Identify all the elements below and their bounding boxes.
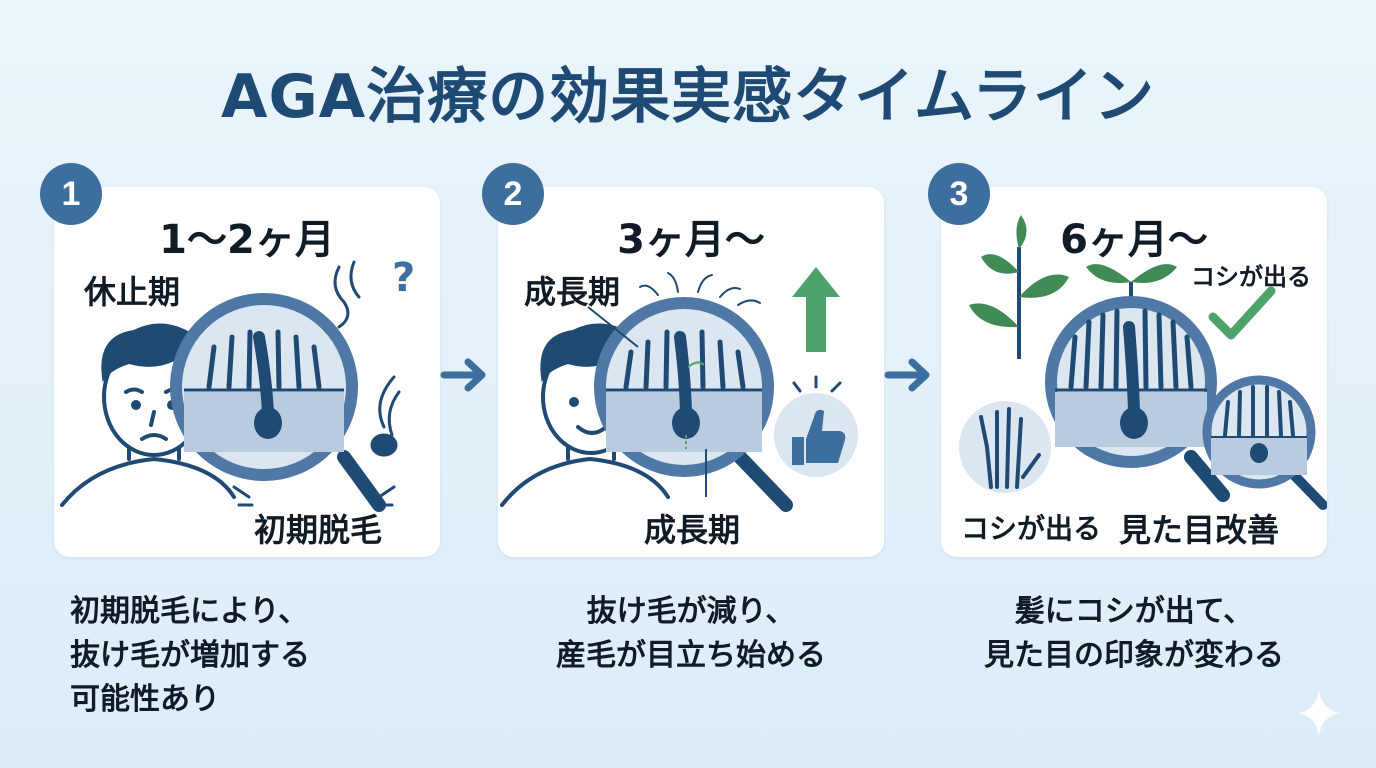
stage-2-card: 3ヶ月〜 成長期 成長期 [498, 187, 884, 557]
stage-2-illustration [500, 267, 858, 512]
page-title: AGA治療の効果実感タイムライン [221, 62, 1155, 132]
stage-2-badge: 2 [482, 163, 544, 225]
stage-1-badge: 1 [40, 163, 102, 225]
small-magnifier-icon [1202, 375, 1327, 510]
hand-icon [959, 401, 1051, 493]
stage-3-illustration [959, 215, 1327, 510]
sparkle-icon [1298, 690, 1340, 736]
caption-line: 抜け毛が減り、 [586, 594, 796, 629]
magnifier-icon [1045, 296, 1230, 502]
stage-1-card: 1〜2ヶ月 休止期 ? 初期脱毛 [54, 187, 440, 557]
stage-3-caption: 髪にコシが出て、 見た目の印象が変わる [941, 590, 1327, 678]
stage-2-caption: 抜け毛が減り、 産毛が目立ち始める [498, 590, 884, 678]
stage-1-caption: 初期脱毛により、 抜け毛が増加する 可能性あり [70, 590, 310, 722]
stage-3-label-bottom-left: コシが出る [961, 512, 1102, 545]
stage-3-period: 6ヶ月〜 [1060, 217, 1208, 263]
stage-1-period: 1〜2ヶ月 [159, 217, 335, 263]
thumbs-up-icon [774, 375, 858, 477]
stage-2-period: 3ヶ月〜 [617, 217, 765, 263]
stage-1-label-bottom: 初期脱毛 [254, 511, 383, 549]
question-icon: ? [392, 255, 416, 301]
pointer-line [587, 306, 639, 348]
magnifier-icon [594, 272, 793, 512]
caption-line: 見た目の印象が変わる [984, 638, 1284, 673]
magnifier-icon [170, 293, 386, 512]
caption-line: 抜け毛が増加する [70, 638, 310, 673]
stage-3-label-top: コシが出る [1191, 263, 1311, 291]
caption-line: 可能性あり [70, 682, 220, 717]
plant-icon [969, 215, 1177, 359]
stage-3-badge: 3 [928, 163, 990, 225]
caption-line: 初期脱毛により、 [70, 594, 309, 629]
stage-3-label-bottom-right: 見た目改善 [1119, 511, 1280, 549]
caption-line: 髪にコシが出て、 [1014, 594, 1254, 629]
arrow-right-icon [440, 358, 486, 392]
caption-line: 産毛が目立ち始める [556, 638, 826, 673]
stage-2-label-bottom: 成長期 [644, 511, 741, 549]
stage-3-card: 6ヶ月〜 コシが出る コシが出る 見た目改善 [941, 187, 1327, 557]
check-icon [1208, 286, 1276, 340]
arrow-right-icon [884, 358, 930, 392]
stage-1-illustration [60, 260, 401, 512]
falling-hair-icon [232, 260, 401, 507]
up-arrow-icon [792, 267, 840, 352]
stage-1-label-top: 休止期 [84, 273, 181, 311]
stage-2-label-top: 成長期 [524, 273, 621, 311]
